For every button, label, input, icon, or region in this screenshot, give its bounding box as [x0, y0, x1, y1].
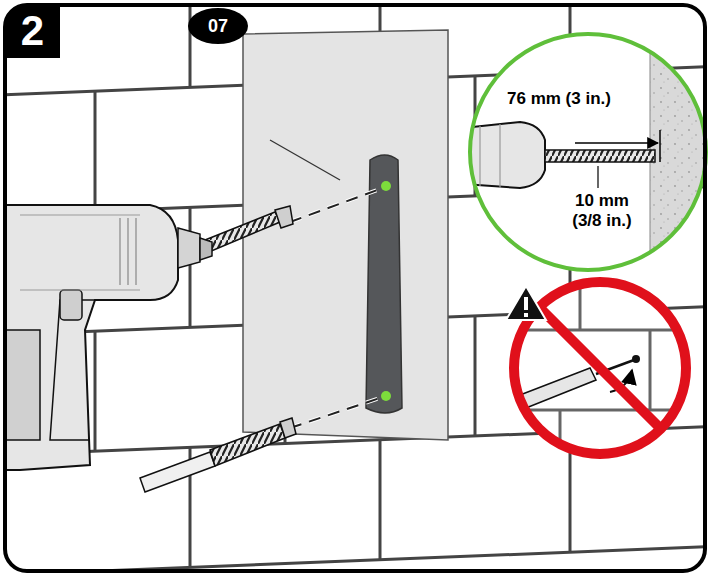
- guide-line: [290, 398, 380, 428]
- screw: [205, 206, 293, 252]
- frame: [5, 5, 705, 571]
- hole-mark: [381, 391, 391, 401]
- wall-anchor: [140, 418, 296, 492]
- dimension-line: [575, 142, 658, 144]
- dimension-label: 10 mm (3/8 in.): [556, 190, 648, 231]
- drill-bit: [545, 150, 655, 162]
- hole-mark: [381, 181, 391, 191]
- callout-ellipse: [188, 8, 248, 44]
- prohibition-bar: [539, 307, 661, 429]
- guide-line: [290, 189, 380, 222]
- step-number: 2: [5, 7, 60, 55]
- dimension-label: 76 mm (3 in.): [504, 88, 614, 110]
- power-drill: [5, 205, 212, 470]
- drill-small: [520, 355, 640, 408]
- dimension-tick: [659, 130, 661, 162]
- leader-line: [270, 140, 340, 180]
- warning-triangle: [506, 286, 546, 320]
- callout-number: 07: [188, 16, 248, 37]
- leader-line: [597, 166, 598, 188]
- guide-line: [290, 189, 380, 222]
- detail-circle: [470, 34, 706, 270]
- tile-wall: [5, 5, 705, 571]
- guide-line: [290, 398, 380, 428]
- template-plate: [243, 30, 448, 440]
- step-badge: [5, 5, 60, 58]
